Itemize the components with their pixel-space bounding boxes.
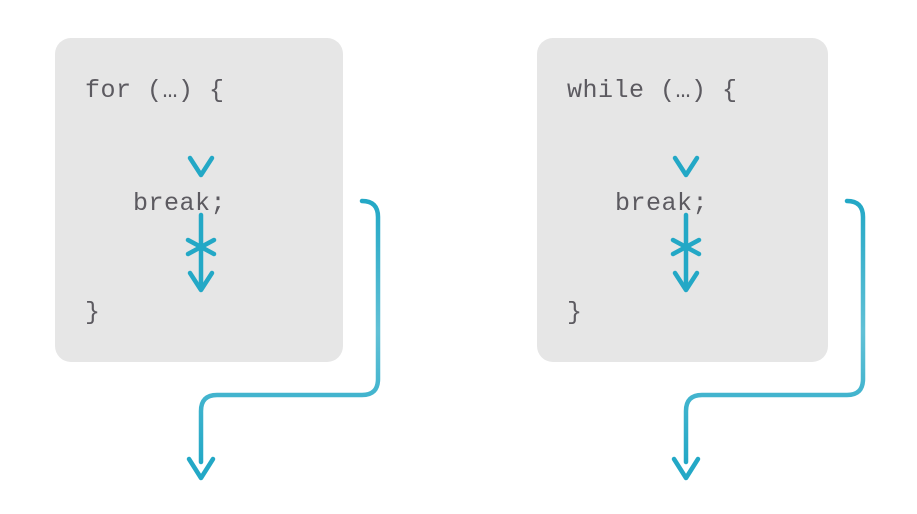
while-loop-break-statement: break; xyxy=(615,189,709,218)
for-loop-header-text: for (…) { xyxy=(85,76,225,105)
while-loop-panel: while (…) { break; } xyxy=(537,38,828,362)
for-loop-panel: for (…) { break; } xyxy=(55,38,343,362)
for-loop-break-statement: break; xyxy=(133,189,227,218)
while-loop-closing-brace: } xyxy=(567,298,583,327)
while-loop-header-text: while (…) { xyxy=(567,76,738,105)
for-loop-closing-brace: } xyxy=(85,298,101,327)
